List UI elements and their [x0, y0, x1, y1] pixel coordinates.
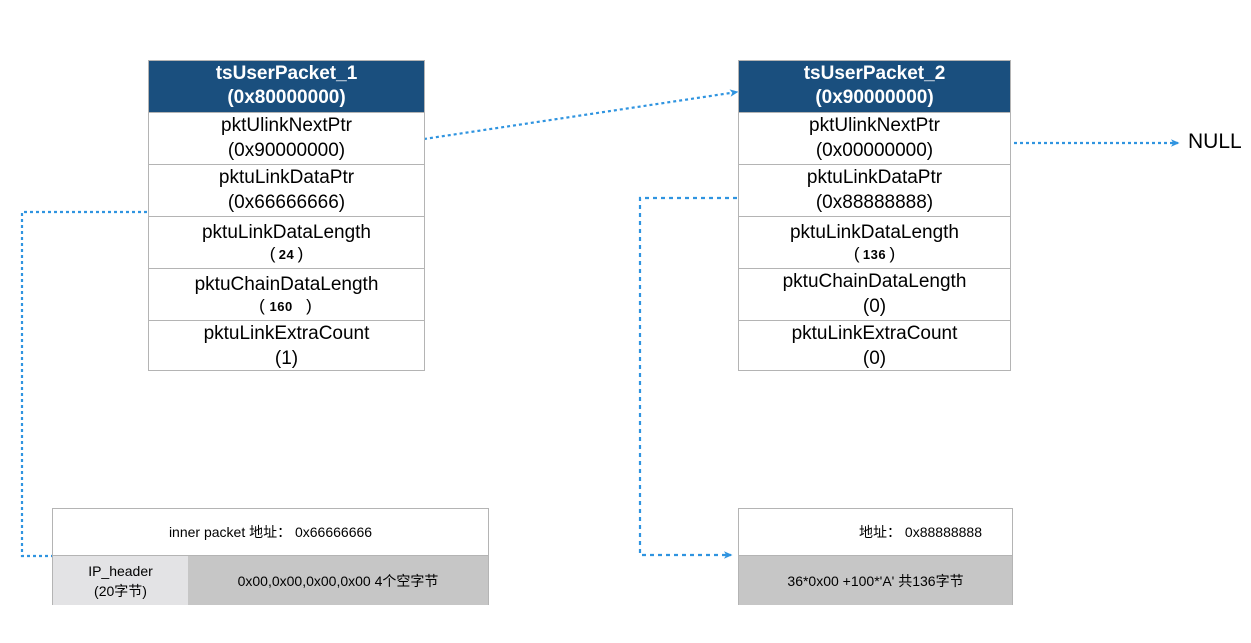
field-value: (0x00000000) — [815, 140, 934, 161]
field-row-pktulinkdataptr: pktuLinkDataPtr (0x66666666) — [149, 164, 424, 216]
struct-header-tsuserpacket-1: tsUserPacket_1 (0x80000000) — [149, 61, 424, 112]
field-name: pktUlinkNextPtr — [221, 115, 352, 136]
field-name: pktuChainDataLength — [194, 274, 379, 295]
field-value: (1) — [274, 348, 299, 369]
buffer-body: 36*0x00 +100*'A' 共136字节 — [739, 555, 1012, 605]
connector-packet2-data-to-buffer2 — [638, 196, 737, 559]
paren-open: ( — [853, 244, 863, 263]
field-row-pktulinkdataptr: pktuLinkDataPtr (0x88888888) — [739, 164, 1010, 216]
field-value: (0x90000000) — [227, 140, 346, 161]
buffer-body: IP_header (20字节) 0x00,0x00,0x00,0x00 4个空… — [53, 555, 488, 605]
struct-title: tsUserPacket_1 — [215, 63, 358, 84]
field-value-wrapper: ( 136 ) — [739, 245, 1010, 264]
field-name: pktuLinkExtraCount — [203, 323, 370, 344]
struct-address: (0x90000000) — [815, 87, 934, 108]
paren-close: ) — [886, 244, 896, 263]
field-name: pktUlinkNextPtr — [809, 115, 940, 136]
buffer-cell-ip-header: IP_header (20字节) — [53, 556, 188, 605]
paren-open: ( — [269, 244, 279, 263]
buffer-cell-payload: 0x00,0x00,0x00,0x00 4个空字节 — [188, 556, 488, 605]
field-name: pktuLinkDataLength — [201, 222, 371, 243]
struct-address: (0x80000000) — [227, 87, 346, 108]
memory-buffer-second-packet: 地址： 0x88888888 36*0x00 +100*'A' 共136字节 — [738, 508, 1013, 605]
field-row-pktulinkextracount: pktuLinkExtraCount (0) — [739, 320, 1010, 372]
cell-line-2: (20字节) — [94, 582, 147, 599]
field-value: (0x66666666) — [227, 192, 346, 213]
struct-title: tsUserPacket_2 — [803, 63, 946, 84]
field-row-pktulinknextptr: pktUlinkNextPtr (0x00000000) — [739, 112, 1010, 164]
field-value: (0) — [862, 348, 887, 369]
field-row-pktulinkextracount: pktuLinkExtraCount (1) — [149, 320, 424, 372]
field-name: pktuChainDataLength — [782, 271, 967, 292]
field-row-pktulinkdatalength: pktuLinkDataLength ( 24 ) — [149, 216, 424, 268]
cell-line-1: 36*0x00 +100*'A' 共136字节 — [787, 572, 964, 589]
cell-line-1: 0x00,0x00,0x00,0x00 4个空字节 — [237, 572, 439, 589]
field-row-pktuchaindatalength: pktuChainDataLength (0) — [739, 268, 1010, 320]
field-value-wrapper: ( 160 ) — [149, 297, 424, 316]
null-label: NULL — [1188, 130, 1242, 153]
struct-header-tsuserpacket-2: tsUserPacket_2 (0x90000000) — [739, 61, 1010, 112]
field-value: 136 — [862, 247, 887, 262]
buffer-address-label: 地址： 0x88888888 — [739, 509, 1012, 555]
paren-close: ) — [292, 296, 314, 315]
connector-packet1-data-to-buffer1 — [20, 210, 147, 560]
paren-open: ( — [259, 296, 270, 315]
buffer-address-label: inner packet 地址： 0x66666666 — [53, 509, 488, 555]
field-value: (0x88888888) — [815, 192, 934, 213]
field-name: pktuLinkDataPtr — [806, 167, 943, 188]
cell-line-1: IP_header — [88, 562, 153, 579]
field-value: 24 — [278, 247, 295, 262]
field-value: 160 — [269, 299, 293, 314]
field-row-pktulinkdatalength: pktuLinkDataLength ( 136 ) — [739, 216, 1010, 268]
memory-buffer-inner-packet: inner packet 地址： 0x66666666 IP_header (2… — [52, 508, 489, 605]
paren-close: ) — [294, 244, 304, 263]
struct-table-tsuserpacket-2: tsUserPacket_2 (0x90000000) pktUlinkNext… — [738, 60, 1011, 371]
connector-packet1-next-to-packet2 — [423, 89, 739, 141]
struct-table-tsuserpacket-1: tsUserPacket_1 (0x80000000) pktUlinkNext… — [148, 60, 425, 371]
field-value-wrapper: ( 24 ) — [149, 245, 424, 264]
field-name: pktuLinkExtraCount — [791, 323, 958, 344]
field-name: pktuLinkDataPtr — [218, 167, 355, 188]
buffer-cell-payload: 36*0x00 +100*'A' 共136字节 — [739, 556, 1012, 605]
field-name: pktuLinkDataLength — [789, 222, 959, 243]
field-value: (0) — [862, 296, 887, 317]
field-row-pktuchaindatalength: pktuChainDataLength ( 160 ) — [149, 268, 424, 320]
field-row-pktulinknextptr: pktUlinkNextPtr (0x90000000) — [149, 112, 424, 164]
